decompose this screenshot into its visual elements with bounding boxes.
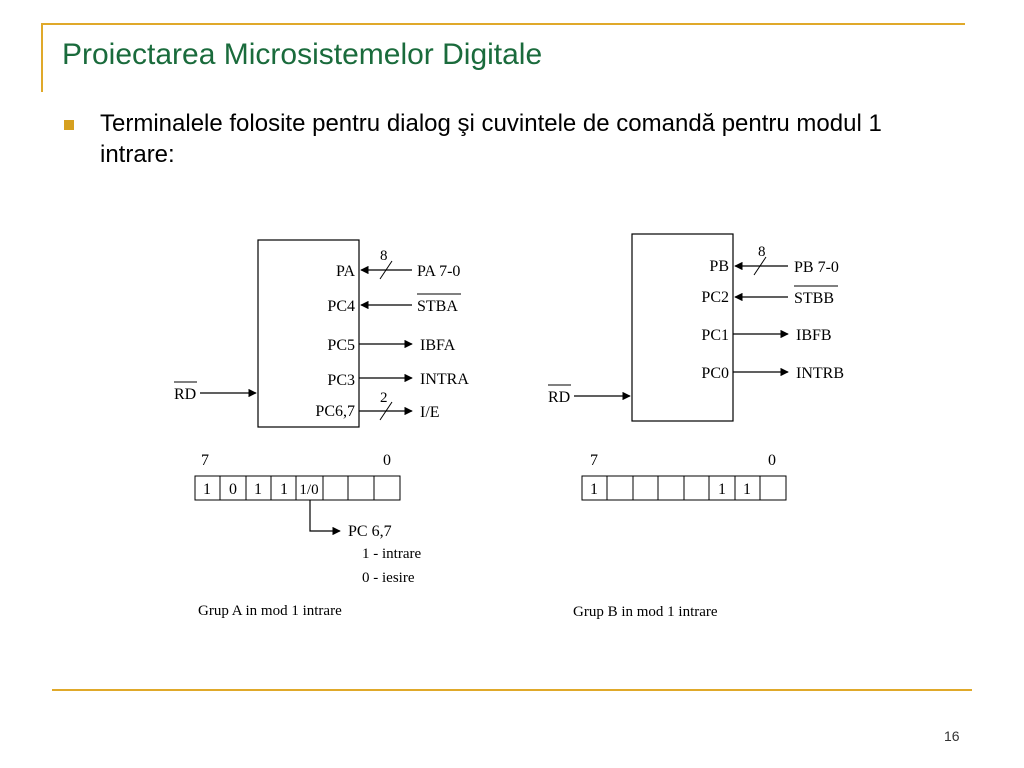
group-a-note-out: 0 - iesire — [362, 570, 415, 586]
group-b-control-word: 1 1 1 — [581, 475, 787, 501]
group-b-bit-high: 7 — [590, 452, 598, 469]
group-a-caption: Grup A in mod 1 intrare — [198, 603, 342, 619]
frame-top-line — [41, 23, 965, 25]
group-a-port-pc67: PC6,7 — [315, 403, 355, 420]
group-b-caption: Grup B in mod 1 intrare — [573, 604, 718, 620]
group-a-port-pc5: PC5 — [327, 337, 355, 354]
group-b-pb-bus-slash — [753, 256, 767, 276]
group-a-bit-low: 0 — [383, 452, 391, 469]
group-b-signal-intrb: INTRB — [796, 365, 844, 382]
group-a-control-word: 1 0 1 1 1/0 — [194, 475, 401, 501]
group-a-pc67-bus-width: 2 — [380, 390, 388, 406]
bullet-text: Terminalele folosite pentru dialog şi cu… — [100, 110, 882, 168]
group-a-pa-bus-width: 8 — [380, 248, 388, 264]
group-a-note-in: 1 - intrare — [362, 546, 421, 562]
group-a-signal-ibfa: IBFA — [420, 337, 456, 354]
group-a-cell: 0 — [229, 481, 237, 498]
group-a-cell: 1 — [280, 481, 288, 498]
group-a-signal-ie: I/E — [420, 404, 440, 421]
group-a-pc67-bus-slash — [379, 401, 393, 421]
group-a-cell: 1 — [254, 481, 262, 498]
group-b-chip-box — [631, 233, 734, 422]
group-a-signal-intra: INTRA — [420, 371, 469, 388]
group-a-port-pc3: PC3 — [327, 372, 355, 389]
group-a-pc-note: PC 6,7 — [348, 523, 392, 540]
slide-title: Proiectarea Microsistemelor Digitale — [62, 38, 543, 71]
group-a-port-pc4: PC4 — [327, 298, 355, 315]
group-b-cell: 1 — [743, 481, 751, 498]
group-a-pc67-pointer — [309, 500, 341, 536]
group-b-signal-ibfb: IBFB — [796, 327, 832, 344]
group-a-cell: 1 — [203, 481, 211, 498]
group-b-signal-stbb: STBB — [794, 290, 834, 307]
group-b-port-pc1: PC1 — [701, 327, 729, 344]
group-b-port-pc0: PC0 — [701, 365, 729, 382]
group-a-diagram: PA PC4 PC5 PC3 PC6,7 8 PA 7-0 STBA IBFA … — [174, 239, 469, 619]
group-b-bit-low: 0 — [768, 452, 776, 469]
group-b-port-pc2: PC2 — [701, 289, 729, 306]
group-b-diagram: PB PC2 PC1 PC0 8 PB 7-0 STBB IBFB INTRB … — [548, 233, 844, 620]
group-b-port-pb: PB — [709, 258, 729, 275]
group-b-signal-pb70: PB 7-0 — [794, 259, 839, 276]
group-a-rd-label: RD — [174, 386, 196, 403]
group-b-pb-bus-width: 8 — [758, 244, 766, 260]
frame-bottom-line — [52, 689, 972, 691]
bullet-square-icon — [64, 120, 74, 130]
page-number: 16 — [944, 728, 960, 744]
group-a-pa-bus-slash — [379, 260, 393, 280]
group-a-signal-pa70: PA 7-0 — [417, 263, 460, 280]
frame-left-line — [41, 23, 43, 92]
group-a-port-pa: PA — [336, 263, 355, 280]
group-a-bit-high: 7 — [201, 452, 209, 469]
group-b-cell: 1 — [718, 481, 726, 498]
group-a-cell: 1/0 — [299, 482, 318, 498]
group-a-signal-stba: STBA — [417, 298, 458, 315]
group-b-cell: 1 — [590, 481, 598, 498]
group-b-rd-label: RD — [548, 389, 570, 406]
group-a-chip-box — [257, 239, 360, 428]
